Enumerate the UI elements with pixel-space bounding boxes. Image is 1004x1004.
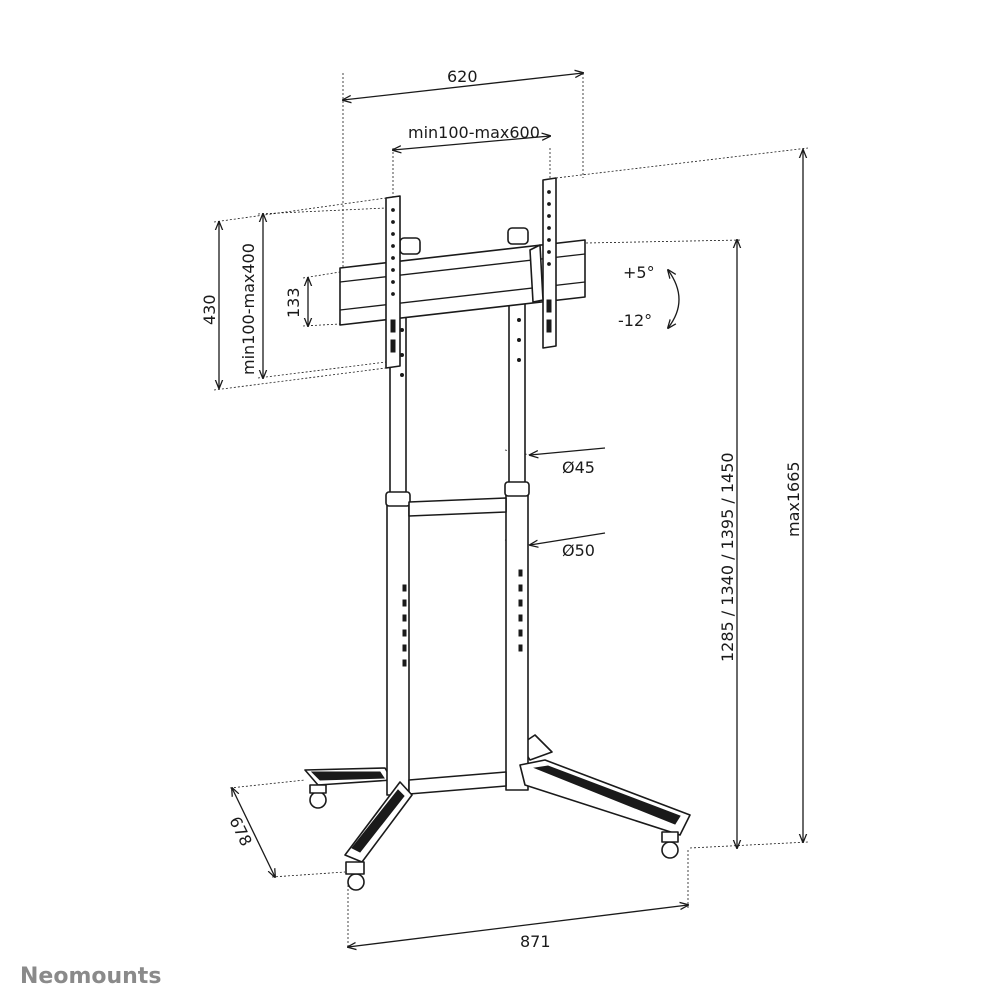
label-pole-upper-diameter: Ø45 bbox=[562, 458, 595, 477]
dimension-lines bbox=[219, 73, 803, 947]
label-center-heights: 1285 / 1340 / 1395 / 1450 bbox=[718, 452, 737, 662]
label-depth: 678 bbox=[225, 813, 255, 849]
label-vesa-vertical: min100-max400 bbox=[239, 243, 258, 375]
label-tilt-up: +5° bbox=[623, 263, 655, 282]
label-tilt-down: -12° bbox=[618, 311, 652, 330]
label-base-width: 871 bbox=[520, 932, 551, 951]
label-pole-lower-diameter: Ø50 bbox=[562, 541, 595, 560]
label-rail-height: 133 bbox=[284, 287, 303, 318]
brand-logo: Neomounts bbox=[20, 964, 161, 989]
label-max-height: max1665 bbox=[784, 461, 803, 537]
label-vesa-horizontal: min100-max600 bbox=[408, 123, 540, 142]
label-width-total: 620 bbox=[447, 67, 478, 86]
label-height-total: 430 bbox=[200, 294, 219, 325]
tv-stand-illustration bbox=[304, 177, 691, 891]
